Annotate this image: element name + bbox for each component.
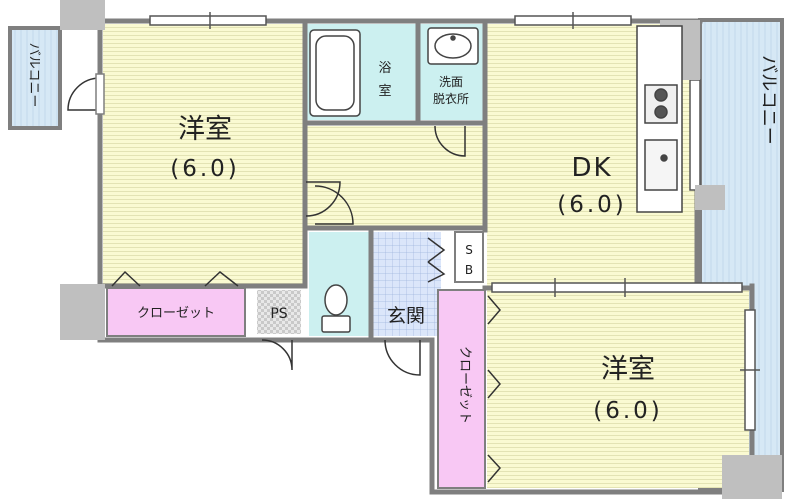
washbasin-icon (427, 27, 479, 65)
kitchen-counter (636, 25, 683, 213)
closet-right-label: クローゼット (457, 346, 472, 424)
washroom-label-line2: 脱衣所 (433, 91, 469, 106)
balcony-left (8, 26, 62, 130)
sink-icon (644, 139, 678, 191)
shoe-box-area (454, 231, 484, 283)
doors (67, 73, 502, 483)
dk-name: DK (571, 153, 612, 183)
pipe-space (257, 290, 301, 334)
shoe-box-label-line2: B (465, 263, 473, 277)
entrance-floor (373, 232, 441, 336)
bath-label-line2: 室 (378, 83, 391, 99)
western-room-right-floor (487, 290, 749, 488)
hallway-floor (303, 126, 483, 226)
pipe-space-label: PS (270, 306, 287, 322)
shoe-box-label-line1: S (465, 243, 473, 257)
balcony-left-label: バルコニー (26, 43, 41, 108)
closet-left (106, 287, 246, 337)
closet-right (437, 289, 486, 489)
western-room-left-size: (6.0) (170, 156, 240, 182)
bathtub-icon (309, 29, 361, 117)
western-room-right-size: (6.0) (593, 398, 663, 424)
entrance-label: 玄関 (387, 305, 425, 327)
stove-burner-icon (654, 88, 668, 102)
washroom-label-line1: 洗面 (439, 75, 463, 89)
toilet-icon (321, 284, 351, 333)
bath-label-line1: 浴 (378, 61, 391, 76)
stove-burner-icon (654, 105, 668, 119)
western-room-left-name: 洋室 (178, 114, 232, 145)
closet-left-label: クローゼット (137, 306, 215, 321)
windows (149, 12, 760, 431)
western-room-left-floor (103, 24, 303, 286)
balcony-right-label: バルコニー (758, 55, 779, 145)
dk-size: (6.0) (557, 192, 627, 218)
western-room-right-name: 洋室 (601, 354, 655, 385)
